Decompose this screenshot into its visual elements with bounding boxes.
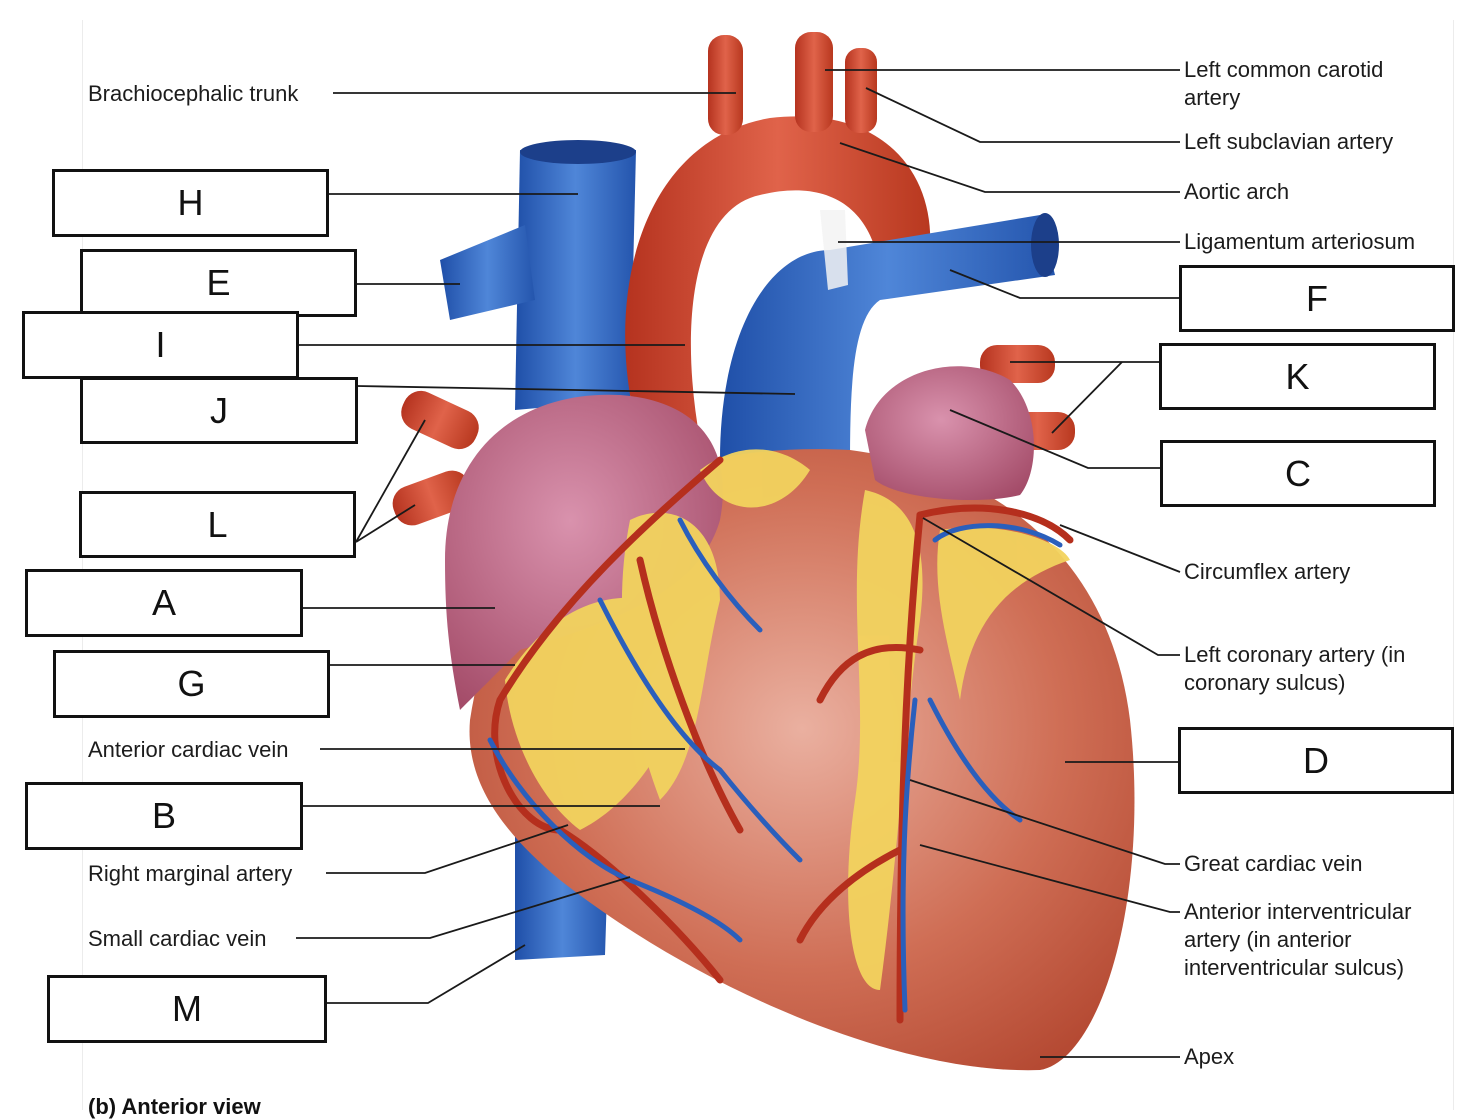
- answer-box-i[interactable]: I: [22, 311, 299, 379]
- answer-box-c[interactable]: C: [1160, 440, 1436, 507]
- box-letter: M: [172, 988, 202, 1029]
- figure-caption: (b) Anterior view: [88, 1094, 261, 1119]
- box-letter: L: [207, 503, 228, 545]
- answer-box-j[interactable]: J: [80, 377, 358, 444]
- label-aortic-arch: Aortic arch: [1184, 179, 1290, 204]
- label-small-cardiac-vein: Small cardiac vein: [88, 926, 267, 951]
- label-right-marginal-artery: Right marginal artery: [88, 861, 293, 886]
- right-atrium: [445, 394, 723, 710]
- box-letter: I: [155, 324, 166, 365]
- label-ligamentum-arteriosum: Ligamentum arteriosum: [1184, 229, 1416, 254]
- answer-box-e[interactable]: E: [80, 249, 357, 317]
- frame-border-left: [82, 20, 83, 1110]
- answer-box-g[interactable]: G: [53, 650, 330, 718]
- box-letter: A: [151, 582, 176, 623]
- answer-box-f[interactable]: F: [1179, 265, 1455, 332]
- label-circumflex-artery: Circumflex artery: [1184, 559, 1351, 584]
- box-letter: G: [177, 663, 206, 704]
- answer-box-k[interactable]: K: [1159, 343, 1436, 410]
- label-apex: Apex: [1184, 1044, 1235, 1069]
- left-auricle: [865, 366, 1034, 500]
- box-letter: H: [177, 182, 204, 223]
- label-anterior-cardiac-vein: Anterior cardiac vein: [88, 737, 289, 762]
- answer-box-m[interactable]: M: [47, 975, 327, 1043]
- leader-lines: [296, 69, 1181, 1058]
- label-great-cardiac-vein: Great cardiac vein: [1184, 851, 1363, 876]
- frame-border-right: [1453, 20, 1454, 1110]
- coronary-arteries: [491, 456, 1074, 1024]
- answer-box-b[interactable]: B: [25, 782, 303, 850]
- answer-box-l[interactable]: L: [79, 491, 356, 558]
- box-letter: E: [206, 262, 231, 303]
- box-letter: J: [210, 389, 228, 431]
- pulmonary-trunk-group: [720, 210, 1059, 480]
- label-left-common-carotid-artery: Left common carotid artery: [1184, 57, 1384, 110]
- label-brachiocephalic-trunk: Brachiocephalic trunk: [88, 81, 299, 106]
- answer-box-a[interactable]: A: [25, 569, 303, 637]
- answer-box-h[interactable]: H: [52, 169, 329, 237]
- answer-box-d[interactable]: D: [1178, 727, 1454, 794]
- box-letter: D: [1303, 739, 1329, 781]
- box-letter: C: [1285, 452, 1311, 494]
- label-left-coronary-artery: Left coronary artery (in coronary sulcus…: [1184, 642, 1406, 695]
- box-letter: B: [151, 795, 176, 836]
- label-left-subclavian-artery: Left subclavian artery: [1184, 129, 1394, 154]
- label-anterior-interventricular-artery: Anterior interventricular artery (in ant…: [1184, 899, 1412, 980]
- box-letter: K: [1285, 355, 1310, 397]
- box-letter: F: [1306, 277, 1328, 319]
- epicardial-fat: [505, 449, 1070, 990]
